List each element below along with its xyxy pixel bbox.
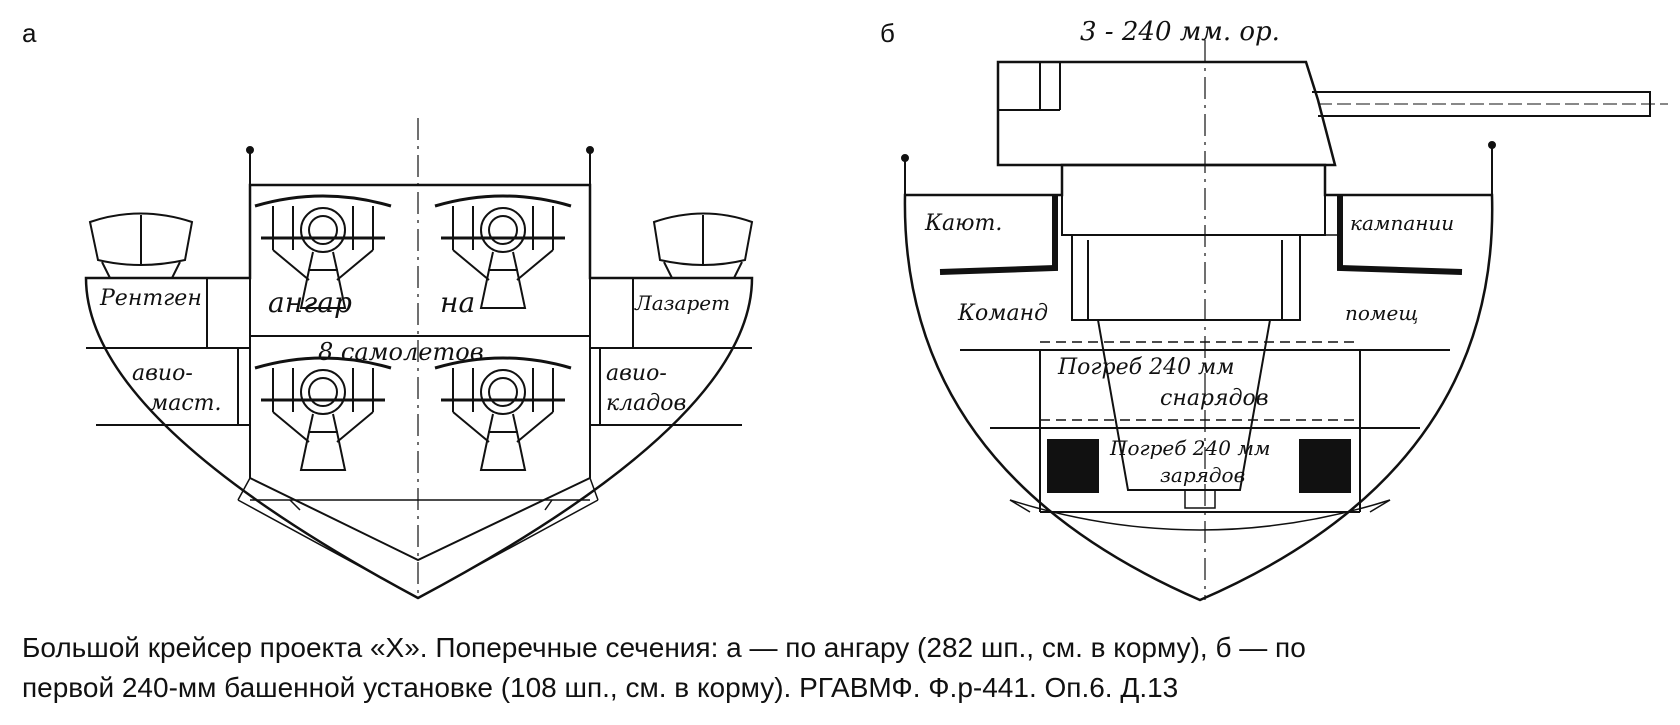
- label-charge-magazine-1: Погреб 240 мм: [1109, 436, 1271, 460]
- aircraft-icon: [254, 194, 392, 309]
- turret-240mm: [996, 60, 1337, 167]
- label-hangar-2: на: [440, 286, 475, 319]
- section-b: 3 - 240 мм. ор. Кают. кампании Команд по…: [901, 17, 1668, 602]
- label-avio-right-2: кладов: [606, 391, 686, 416]
- label-rentgen: Рентген: [99, 286, 202, 311]
- label-shell-magazine-2: снарядов: [1160, 386, 1269, 411]
- aircraft-icon: [434, 194, 572, 309]
- label-kayut: Кают.: [924, 211, 1002, 236]
- boat-left-icon: [88, 212, 194, 279]
- double-bottom-a: [237, 499, 599, 599]
- panel-a-letter: а: [22, 18, 37, 48]
- label-hangar-1: ангар: [268, 286, 352, 319]
- armour-block-left: [1047, 439, 1099, 493]
- caption-line-1: Большой крейсер проекта «X». Поперечные …: [22, 632, 1306, 663]
- label-planes: 8 самолетов: [318, 338, 484, 366]
- boat-right-icon: [652, 212, 754, 279]
- label-avio-left-1: авио-: [132, 361, 193, 386]
- label-lazaret: Лазарет: [634, 291, 730, 315]
- section-a: Рентген Лазарет ангар на 8 самолетов ави…: [84, 118, 754, 600]
- aircraft-icon: [434, 356, 572, 471]
- label-avio-left-2: маст.: [150, 391, 222, 416]
- panel-b-letter: б: [880, 18, 895, 48]
- label-shell-magazine-1: Погреб 240 мм: [1057, 355, 1235, 380]
- label-turret: 3 - 240 мм. ор.: [1080, 17, 1280, 47]
- cross-section-drawing: Рентген Лазарет ангар на 8 самолетов ави…: [84, 17, 1668, 602]
- label-pomeshch: помещ: [1345, 301, 1418, 325]
- aircraft-icon: [254, 356, 392, 471]
- label-charge-magazine-2: зарядов: [1160, 463, 1245, 487]
- label-avio-right-1: авио-: [606, 361, 667, 386]
- label-kompanii: кампании: [1350, 211, 1454, 235]
- armour-block-right: [1299, 439, 1351, 493]
- inner-bottom-a: [249, 477, 591, 562]
- hull-b-outline: [903, 163, 1494, 602]
- figure-caption: Большой крейсер проекта «X». Поперечные …: [22, 628, 1662, 708]
- caption-line-2: первой 240-мм башенной установке (108 шп…: [22, 672, 1179, 703]
- label-komand: Команд: [957, 301, 1048, 326]
